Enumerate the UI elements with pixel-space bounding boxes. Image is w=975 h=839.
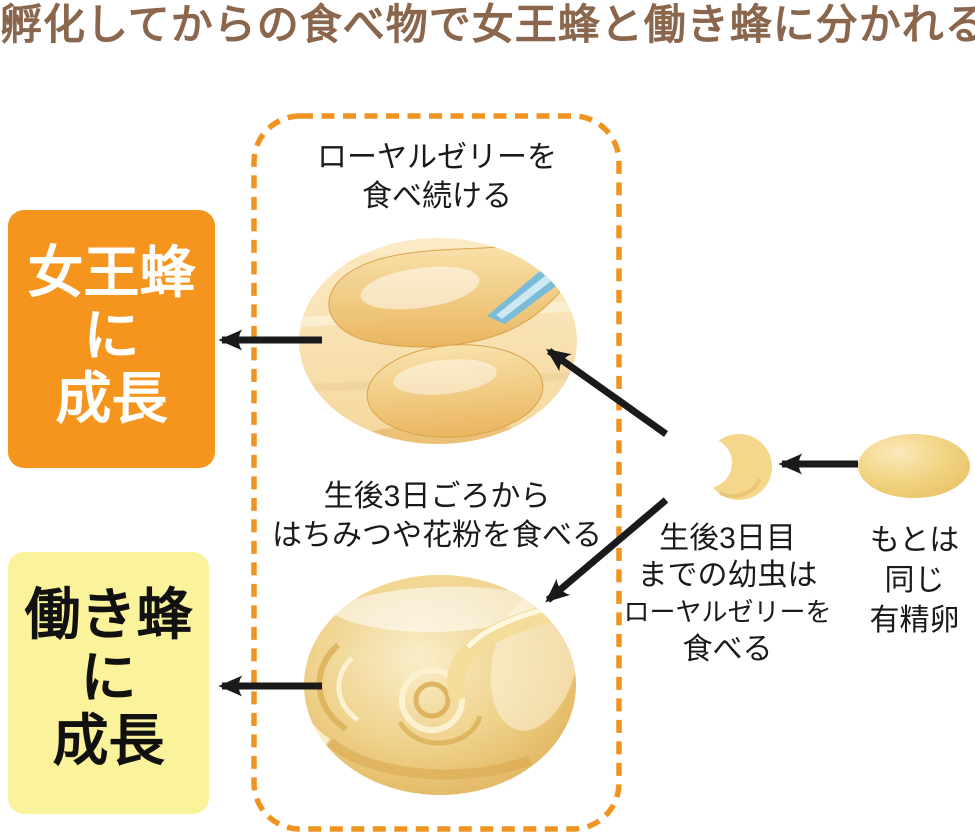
egg-caption-line1: もとは (869, 524, 960, 557)
egg-icon (858, 434, 970, 498)
queen-result-line1: 女王蜂 (27, 241, 196, 304)
larva-caption: 生後3日目 までの幼虫は ローヤルゼリーを 食べる (605, 520, 850, 668)
egg-caption: もとは 同じ 有精卵 (852, 521, 975, 641)
arrow-larva-to-jelly (546, 348, 669, 437)
worker-result-line3: 成長 (52, 709, 165, 772)
larva-caption-line1: 生後3日目 (659, 522, 796, 555)
worker-bee-result-box: 働き蜂 に 成長 (8, 552, 209, 814)
egg-caption-line2: 同じ (884, 564, 945, 597)
larva-caption-line2: までの幼虫は (637, 559, 818, 592)
flow-dashed-box (251, 113, 622, 832)
larva-caption-line4: 食べる (682, 633, 773, 666)
larva-caption-line3: ローヤルゼリーを (623, 597, 832, 627)
larva-icon (682, 434, 772, 500)
egg-caption-line3: 有精卵 (869, 604, 960, 637)
page-title: 孵化してからの食べ物で女王蜂と働き蜂に分かれる (0, 1, 975, 48)
queen-result-line3: 成長 (55, 367, 168, 430)
honey-caption-line1: 生後3日ごろから (323, 480, 551, 513)
arrow-larva-to-honey (545, 497, 669, 603)
honey-caption-line2: はちみつや花粉を食べる (272, 519, 602, 552)
honey-illustration (304, 575, 576, 795)
royal-jelly-caption-line2: 食べ続ける (362, 180, 512, 213)
queen-result-line2: に (83, 304, 140, 367)
worker-result-line2: に (80, 646, 137, 709)
royal-jelly-caption-line1: ローヤルゼリーを (317, 141, 557, 174)
worker-result-line1: 働き蜂 (24, 583, 193, 646)
royal-jelly-illustration (299, 238, 577, 444)
queen-bee-result-box: 女王蜂 に 成長 (8, 210, 215, 468)
royal-jelly-caption: ローヤルゼリーを 食べ続ける (254, 138, 620, 216)
honey-caption: 生後3日ごろから はちみつや花粉を食べる (244, 477, 630, 555)
